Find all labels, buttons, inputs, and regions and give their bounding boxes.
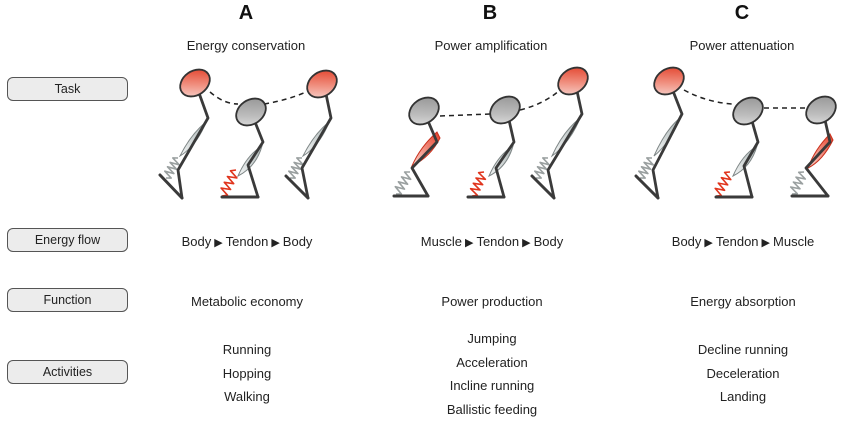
activity-item: Incline running: [449, 378, 535, 393]
body-mass-head: [557, 66, 589, 96]
trajectory-dashed-line: [683, 89, 733, 105]
flow-step: Body: [181, 234, 212, 249]
foot-segment: [634, 174, 660, 200]
energy-flow-b: Muscle▶Tendon▶Body: [372, 234, 612, 249]
leg-segment: [494, 118, 516, 199]
arrow-right-icon: ▶: [522, 237, 531, 249]
trajectory-dashed-line: [439, 113, 491, 117]
flow-step: Tendon: [225, 234, 269, 249]
leg-segment: [742, 119, 760, 199]
leg-segment: [651, 89, 684, 200]
activity-item: Hopping: [222, 365, 272, 381]
leg-segment: [176, 91, 210, 200]
activities-c: Decline running Deceleration Landing: [623, 340, 850, 411]
activity-item: Jumping: [467, 331, 517, 346]
activity-item: Acceleration: [456, 354, 528, 370]
activity-item: Decline running: [697, 342, 789, 357]
leg-segment: [246, 120, 265, 199]
foot-segment: [530, 174, 556, 200]
flow-step: Muscle: [773, 234, 815, 249]
flow-step: Tendon: [715, 234, 759, 249]
function-c: Energy absorption: [690, 294, 796, 309]
row-label-task: Task: [7, 77, 128, 101]
tendon-spring: [789, 171, 807, 195]
body-mass-head: [235, 97, 267, 127]
trajectory-dashed-line: [263, 91, 307, 105]
arrow-right-icon: ▶: [704, 237, 713, 249]
leg-segment: [410, 119, 439, 198]
column-title-c: Power attenuation: [689, 38, 795, 53]
energy-flow-c: Body▶Tendon▶Muscle: [623, 234, 850, 249]
tendon-spring: [638, 157, 654, 179]
leg-segment: [804, 118, 832, 198]
body-mass-head: [408, 96, 440, 126]
column-letter-a: A: [238, 2, 254, 24]
tendon-spring: [714, 171, 732, 197]
activity-item: Landing: [719, 389, 767, 404]
column-letter-b: B: [482, 2, 498, 24]
tendon-spring: [469, 171, 487, 197]
tendon-spring: [534, 157, 550, 179]
activities-b: Jumping Acceleration Incline running Bal…: [372, 329, 612, 423]
leg-segment: [300, 92, 333, 200]
body-mass-head: [489, 95, 521, 125]
flow-step: Tendon: [476, 234, 520, 249]
activity-item: Deceleration: [706, 365, 780, 381]
arrow-right-icon: ▶: [214, 237, 223, 249]
leg-segment: [546, 89, 584, 200]
row-label-activities: Activities: [7, 360, 128, 384]
body-mass-head: [805, 95, 837, 125]
flow-step: Body: [671, 234, 702, 249]
arrow-right-icon: ▶: [464, 237, 474, 249]
foot-segment: [284, 174, 310, 200]
body-mass-head: [306, 69, 338, 99]
flow-step: Muscle: [420, 234, 462, 249]
tendon-spring: [164, 157, 180, 179]
tendon-spring: [288, 157, 304, 179]
row-label-energy-flow: Energy flow: [7, 228, 128, 252]
column-title-a: Energy conservation: [186, 38, 306, 53]
function-b: Power production: [441, 294, 543, 309]
arrow-right-icon: ▶: [761, 237, 771, 249]
activities-a: Running Hopping Walking: [127, 340, 367, 411]
function-a: Metabolic economy: [191, 294, 303, 309]
activity-item: Walking: [224, 389, 270, 404]
activity-item: Ballistic feeding: [446, 401, 538, 417]
body-mass-head: [653, 66, 685, 96]
flow-step: Body: [282, 234, 313, 249]
row-label-function: Function: [7, 288, 128, 312]
flow-step: Body: [533, 234, 564, 249]
body-mass-head: [732, 96, 764, 126]
task-illustrations: [158, 66, 837, 200]
energy-flow-a: Body▶Tendon▶Body: [127, 234, 367, 249]
arrow-right-icon: ▶: [271, 237, 280, 249]
column-title-b: Power amplification: [434, 38, 548, 53]
column-letter-c: C: [734, 2, 750, 24]
foot-segment: [158, 173, 184, 200]
activity-item: Running: [222, 342, 272, 357]
tendon-spring: [394, 171, 412, 195]
tendon-spring: [220, 169, 238, 197]
body-mass-head: [179, 68, 211, 98]
trajectory-dashed-line: [209, 91, 239, 105]
trajectory-dashed-line: [519, 89, 561, 111]
